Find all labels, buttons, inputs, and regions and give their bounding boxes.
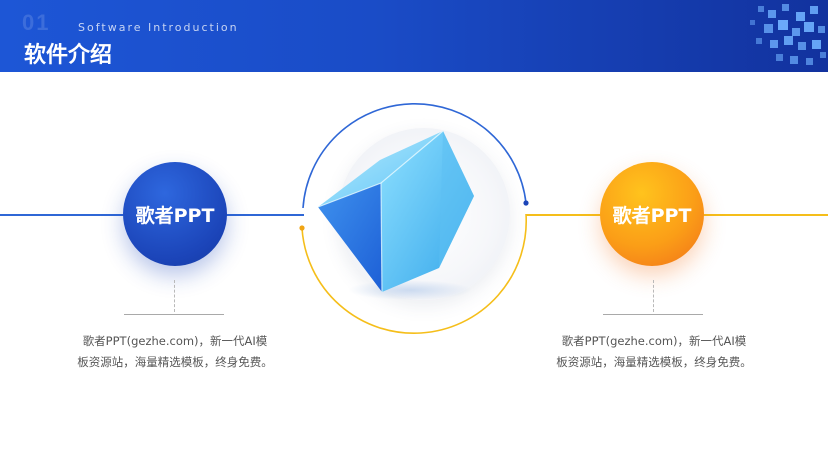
description-right: 歌者PPT(gezhe.com)，新一代AI模 板资源站，海量精选模板，终身免费… xyxy=(534,331,774,373)
label-circle-right-text: 歌者PPT xyxy=(612,204,692,227)
label-circle-left: 歌者PPT xyxy=(123,162,227,266)
dashed-connector-left xyxy=(174,280,175,312)
description-right-line2: 板资源站，海量精选模板，终身免费。 xyxy=(556,355,752,369)
description-left: 歌者PPT(gezhe.com)，新一代AI模 板资源站，海量精选模板，终身免费… xyxy=(55,331,295,373)
page-title: 软件介绍 xyxy=(24,43,113,68)
header-banner: 01 Software Introduction 软件介绍 xyxy=(0,0,828,72)
ring-arc-bottom xyxy=(301,213,528,335)
header-watermark: 01 xyxy=(22,10,51,35)
description-left-line2: 板资源站，海量精选模板，终身免费。 xyxy=(77,355,273,369)
underline-left xyxy=(124,314,224,315)
label-circle-right: 歌者PPT xyxy=(600,162,704,266)
dashed-connector-right xyxy=(653,280,654,312)
pixel-cubes-icon xyxy=(738,0,828,72)
description-right-line1: 歌者PPT(gezhe.com)，新一代AI模 xyxy=(561,334,747,348)
ring-arc-bottom-end-dot xyxy=(299,225,305,231)
underline-right xyxy=(603,314,703,315)
ring-arc-top xyxy=(302,102,527,209)
description-left-line1: 歌者PPT(gezhe.com)，新一代AI模 xyxy=(82,334,268,348)
label-circle-left-text: 歌者PPT xyxy=(135,204,215,227)
header-subtitle: Software Introduction xyxy=(78,21,239,34)
ring-arc-top-end-dot xyxy=(523,200,529,206)
